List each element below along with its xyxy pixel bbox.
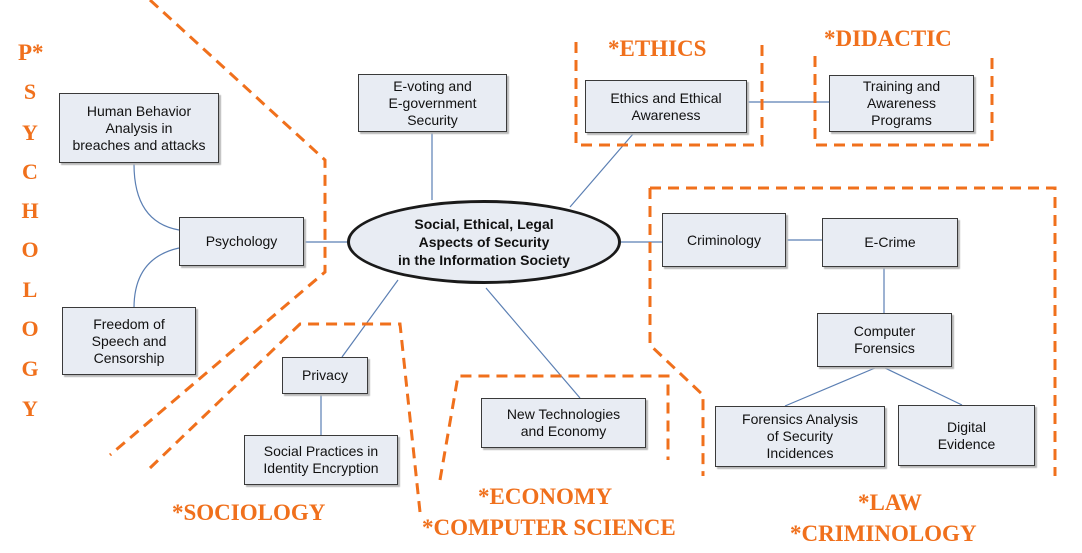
connector-psychology-freedom	[133, 247, 180, 309]
category-psychology-letter: Y	[22, 120, 38, 145]
node-criminology: Criminology	[662, 213, 786, 267]
node-training: Training and Awareness Programs	[829, 75, 974, 132]
node-human-behavior: Human Behavior Analysis in breaches and …	[59, 93, 219, 163]
category-didactic: *DIDACTIC	[824, 26, 952, 51]
category-psychology-letter: C	[22, 159, 38, 184]
category-psychology-letter: L	[22, 277, 38, 302]
node-social-practices: Social Practices in Identity Encryption	[244, 435, 398, 485]
category-psychology-letter: O	[21, 237, 39, 262]
category-criminology: *CRIMINOLOGY	[790, 521, 977, 546]
category-psychology-prefix: P*	[18, 40, 44, 65]
node-new-technologies: New Technologies and Economy	[481, 398, 646, 448]
category-law: *LAW	[858, 490, 922, 515]
category-psychology-letter: H	[21, 198, 39, 223]
region-law-left-boundary	[648, 188, 705, 476]
connector-psychology-human-behavior	[133, 163, 180, 231]
region-sociology-boundary	[148, 322, 422, 513]
category-psychology-letter: O	[21, 316, 39, 341]
node-evoting: E-voting and E-government Security	[358, 74, 507, 132]
region-psychology-boundary	[109, 0, 327, 457]
category-psychology-letter: G	[21, 356, 39, 381]
node-digital-evidence: Digital Evidence	[898, 405, 1035, 466]
category-ethics: *ETHICS	[608, 36, 707, 61]
region-didactic-boundary	[813, 56, 994, 147]
category-psychology-letter: S	[23, 79, 37, 104]
node-freedom-of-speech: Freedom of Speech and Censorship	[62, 307, 196, 375]
node-privacy: Privacy	[282, 357, 368, 394]
connector-forensics-evidence	[884, 367, 963, 406]
node-ecrime: E-Crime	[822, 218, 958, 267]
category-economy: *ECONOMY	[478, 484, 613, 509]
node-psychology: Psychology	[179, 217, 304, 266]
node-computer-forensics: Computer Forensics	[817, 313, 952, 367]
category-sociology: *SOCIOLOGY	[172, 500, 326, 525]
connector-center-newtech	[485, 287, 581, 399]
category-computer-science: *COMPUTER SCIENCE	[422, 515, 676, 540]
node-ethics: Ethics and Ethical Awareness	[585, 80, 747, 133]
region-law-boundary	[650, 186, 1057, 476]
category-psychology-letter: Y	[22, 396, 38, 421]
connector-forensics-analysis	[784, 367, 876, 407]
central-topic: Social, Ethical, Legal Aspects of Securi…	[347, 200, 621, 284]
connector-center-privacy	[341, 279, 399, 358]
node-forensics-analysis: Forensics Analysis of Security Incidence…	[715, 406, 885, 467]
